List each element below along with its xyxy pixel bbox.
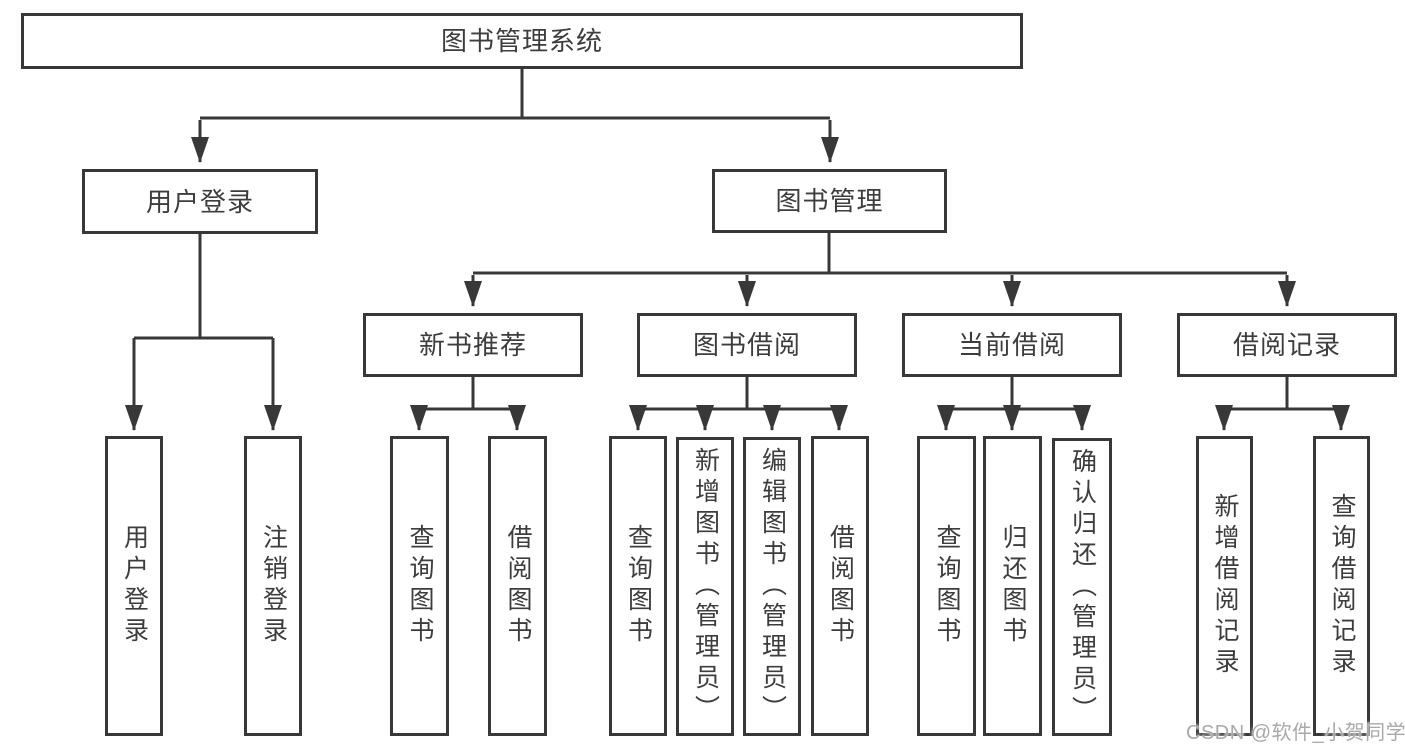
connector-book-borrow-split xyxy=(638,377,839,411)
node-leaf-return-book: 归还图书 xyxy=(983,436,1042,736)
node-leaf-edit-book-admin: 编辑图书（管理员） xyxy=(743,437,801,736)
node-leaf-add-book-admin: 新增图书（管理员） xyxy=(676,437,734,736)
node-book-borrow: 图书借阅 xyxy=(637,313,857,377)
connector-borrow-records-split xyxy=(1224,377,1341,411)
node-borrow-records: 借阅记录 xyxy=(1177,313,1397,377)
connector-user-login-split xyxy=(134,234,273,340)
node-book-management: 图书管理 xyxy=(712,169,947,233)
csdn-watermark: CSDN @软件_小贺同学 xyxy=(1186,722,1405,744)
node-leaf-user-login: 用户登录 xyxy=(105,436,163,736)
connector-new-book-recommend-split xyxy=(419,377,517,411)
node-leaf-add-borrow-record: 新增借阅记录 xyxy=(1196,436,1253,736)
connector-root-split xyxy=(200,69,830,120)
node-leaf-logout: 注销登录 xyxy=(244,436,302,736)
node-root: 图书管理系统 xyxy=(21,13,1023,69)
connector-current-borrow-split xyxy=(946,377,1082,411)
node-new-book-recommend: 新书推荐 xyxy=(363,313,583,377)
node-current-borrow: 当前借阅 xyxy=(902,313,1122,377)
node-leaf-query-book-borrow: 查询图书 xyxy=(609,436,667,736)
node-user-login: 用户登录 xyxy=(82,169,318,234)
connector-book-management-split xyxy=(473,233,1287,275)
node-leaf-query-book-recommend: 查询图书 xyxy=(390,436,449,736)
node-leaf-query-borrow-record: 查询借阅记录 xyxy=(1313,436,1370,736)
node-leaf-borrow-book-recommend: 借阅图书 xyxy=(488,436,547,736)
node-leaf-confirm-return-admin: 确认归还（管理员） xyxy=(1052,438,1112,736)
node-leaf-query-book-current: 查询图书 xyxy=(917,436,976,736)
node-leaf-borrow-book-borrow: 借阅图书 xyxy=(811,436,869,736)
